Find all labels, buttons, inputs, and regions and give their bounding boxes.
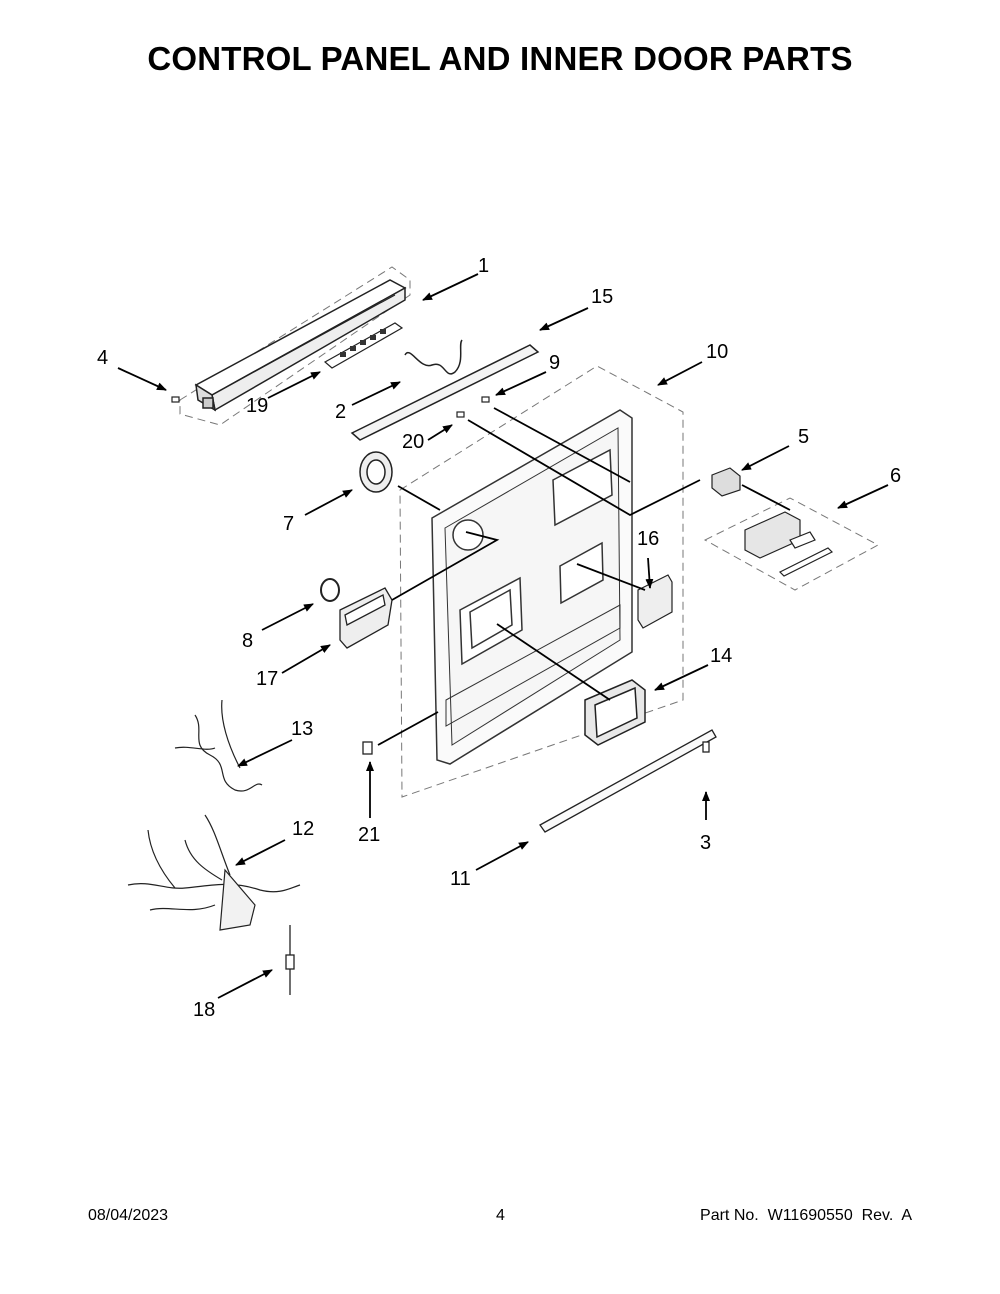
callout-5: 5 (798, 426, 809, 448)
callout-3: 3 (700, 832, 711, 854)
connector-18 (285, 925, 295, 995)
vent-cover (359, 451, 393, 493)
callout-9: 9 (549, 352, 560, 374)
callout-12: 12 (292, 818, 314, 840)
ground-wire (404, 339, 463, 375)
callout-arrows (117, 273, 889, 999)
bottom-trim (539, 729, 717, 833)
dispenser (339, 587, 393, 649)
wire-harness-13 (174, 699, 263, 792)
callout-17: 17 (256, 668, 278, 690)
footer-page-number: 4 (496, 1207, 505, 1224)
callout-8: 8 (242, 630, 253, 652)
callout-13: 13 (291, 718, 313, 740)
callout-6: 6 (890, 465, 901, 487)
door-switch (711, 467, 741, 497)
screw-4 (171, 396, 180, 403)
callout-19: 19 (246, 395, 268, 417)
footer-date: 08/04/2023 (88, 1207, 169, 1224)
leader-lines (377, 407, 791, 746)
callout-16: 16 (637, 528, 659, 550)
callout-18: 18 (193, 999, 215, 1021)
callout-1: 1 (478, 255, 489, 277)
detergent-dispenser (584, 679, 646, 746)
door-strip (350, 344, 540, 441)
footer-part-number: Part No. W11690550 Rev. A (700, 1207, 912, 1224)
callout-21: 21 (358, 824, 380, 846)
screw-9 (481, 396, 490, 403)
control-module (744, 511, 834, 577)
callout-10: 10 (706, 341, 728, 363)
door-latch (637, 574, 673, 629)
wire-harness-12 (127, 814, 301, 931)
assembly-outlines (179, 266, 880, 798)
control-panel-outline (179, 266, 411, 426)
callout-numbers: 1 2 3 4 5 6 7 8 9 10 11 12 13 14 15 16 1… (97, 255, 901, 1021)
callout-15: 15 (591, 286, 613, 308)
callout-20: 20 (402, 431, 424, 453)
screw-20 (456, 411, 465, 418)
screws (171, 396, 490, 418)
control-panel-top (194, 279, 407, 412)
callout-11: 11 (450, 868, 471, 890)
screw-21 (362, 741, 373, 755)
inner-door-panel (431, 409, 633, 765)
page-title: CONTROL PANEL AND INNER DOOR PARTS (147, 40, 853, 77)
user-interface-keypad (323, 322, 404, 369)
screw-3 (702, 741, 710, 753)
callout-14: 14 (710, 645, 732, 667)
inner-door-outline (399, 365, 684, 798)
o-ring (320, 578, 340, 602)
callout-2: 2 (335, 401, 346, 423)
callout-4: 4 (97, 347, 108, 369)
callout-7: 7 (283, 513, 294, 535)
